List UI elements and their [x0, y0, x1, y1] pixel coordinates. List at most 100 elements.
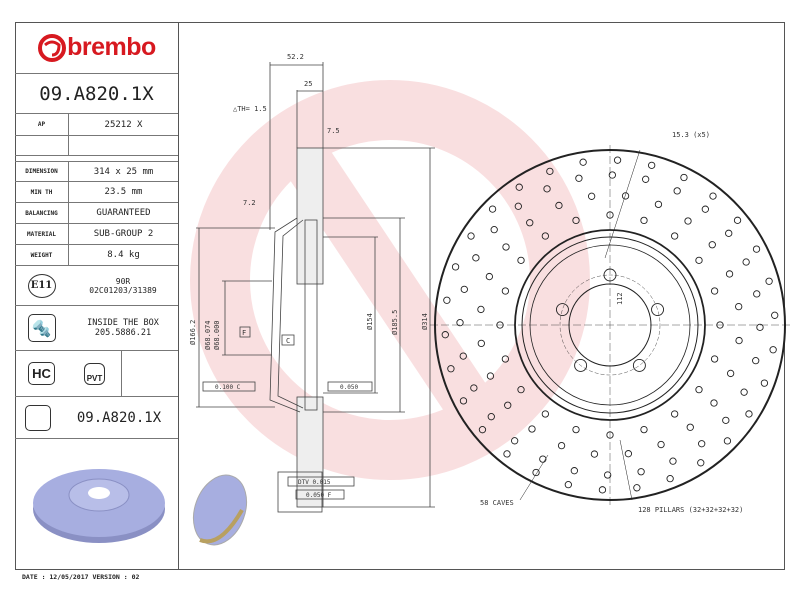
- balancing-label: BALANCING: [15, 203, 69, 223]
- drilled-hole: [673, 187, 681, 195]
- drilled-hole: [769, 346, 777, 354]
- weight-value: 8.4 kg: [107, 250, 140, 260]
- drilled-hole: [686, 423, 694, 431]
- screw-icon: 🔩: [27, 314, 56, 342]
- drilled-hole: [710, 355, 719, 363]
- datum-f: F: [242, 329, 246, 337]
- drilled-hole: [740, 388, 748, 396]
- dim-dia-314: Ø314: [421, 313, 429, 330]
- drilled-hole: [669, 457, 677, 465]
- balancing-value: GUARANTEED: [96, 208, 151, 218]
- drilled-hole: [695, 386, 703, 394]
- drilled-hole: [671, 232, 679, 240]
- drilled-hole: [477, 305, 485, 314]
- drilled-hole: [517, 386, 525, 394]
- drilled-hole: [695, 256, 703, 264]
- drilled-hole: [697, 459, 705, 467]
- drilled-hole: [488, 205, 497, 213]
- drilled-hole: [642, 175, 650, 183]
- bolt-hole-callout: 15.3 (x5): [672, 131, 710, 139]
- drilled-hole: [710, 287, 719, 295]
- drilled-hole: [742, 258, 750, 266]
- drilled-hole: [490, 226, 498, 234]
- drilled-hole: [456, 319, 464, 327]
- drilled-hole: [722, 416, 730, 424]
- e11-icon: E11: [27, 273, 56, 298]
- dtv-tolerance: DTV 0.015: [298, 479, 331, 486]
- drilled-hole: [753, 290, 761, 298]
- dim-dia-154: Ø154: [366, 313, 374, 330]
- blank-row: [15, 136, 178, 156]
- drilled-hole: [472, 254, 480, 262]
- drilled-hole: [637, 468, 645, 476]
- bolt-hole: [555, 303, 569, 316]
- drilled-hole: [502, 243, 510, 251]
- drilled-hole: [756, 323, 764, 331]
- drilled-hole: [504, 401, 512, 409]
- drilled-hole: [477, 339, 485, 348]
- drilled-hole: [467, 232, 475, 240]
- badge-row: HC PVT: [15, 351, 178, 397]
- dim-dia-68-min: Ø68.000: [213, 320, 221, 350]
- caves-label: 58 CAVES: [480, 499, 514, 507]
- drilled-hole: [640, 216, 648, 225]
- drilled-hole: [511, 437, 519, 445]
- drilled-hole: [613, 156, 622, 164]
- drilled-hole: [539, 455, 547, 463]
- drilled-hole: [735, 336, 743, 345]
- drilled-hole: [604, 471, 612, 479]
- bolt-hole: [603, 268, 617, 282]
- drilled-hole: [564, 481, 572, 489]
- dim-7-2: 7.2: [243, 199, 256, 207]
- drilled-hole: [487, 413, 495, 421]
- drilled-hole: [528, 425, 536, 433]
- drilled-hole: [771, 311, 779, 319]
- drilled-hole: [725, 229, 733, 237]
- min-th-label: MIN TH: [15, 182, 69, 202]
- material-value: SUB-GROUP 2: [93, 229, 154, 239]
- drilled-hole: [765, 277, 773, 285]
- weight-label: WEIGHT: [15, 245, 69, 265]
- drilled-hole: [486, 372, 495, 380]
- drilled-hole: [570, 467, 578, 475]
- drilled-hole: [608, 171, 616, 179]
- part-number-row: 09.A820.1X: [15, 74, 178, 114]
- drilled-hole: [598, 486, 607, 494]
- drilled-hole: [572, 425, 580, 434]
- drilled-hole: [555, 201, 563, 210]
- part-number: 09.A820.1X: [39, 82, 154, 105]
- pcd-label: 112: [616, 292, 624, 305]
- drilled-hole: [470, 384, 478, 392]
- bolt-hole: [574, 359, 588, 372]
- drilled-hole: [654, 200, 663, 209]
- drilled-hole: [657, 440, 665, 449]
- drilled-hole: [606, 431, 614, 439]
- bolt-hole: [632, 359, 646, 372]
- drilled-hole: [501, 287, 510, 295]
- drilled-hole: [441, 331, 449, 339]
- dim-7-5: 7.5: [327, 127, 340, 135]
- drilled-hole: [752, 245, 761, 253]
- drilled-hole: [590, 450, 599, 458]
- drilled-hole: [680, 173, 688, 182]
- dim-dia-166: Ø166.2: [189, 320, 197, 345]
- drilled-hole: [640, 425, 648, 434]
- drilled-hole: [447, 365, 455, 373]
- drilled-hole: [546, 167, 554, 175]
- drilled-hole: [684, 217, 692, 225]
- drilled-hole: [541, 232, 549, 240]
- drilled-hole: [606, 211, 614, 219]
- dim-thickness: 25: [304, 80, 312, 88]
- drilled-hole: [745, 410, 753, 418]
- min-th-value: 23.5 mm: [104, 187, 143, 197]
- min-th-row: MIN TH 23.5 mm: [15, 182, 178, 203]
- dim-dia-185: Ø185.5: [391, 310, 399, 335]
- front-view: [430, 145, 790, 505]
- datum-c: C: [286, 337, 290, 345]
- drilled-hole: [725, 270, 734, 278]
- footer-date-version: DATE : 12/05/2017 VERSION : 02: [22, 573, 140, 581]
